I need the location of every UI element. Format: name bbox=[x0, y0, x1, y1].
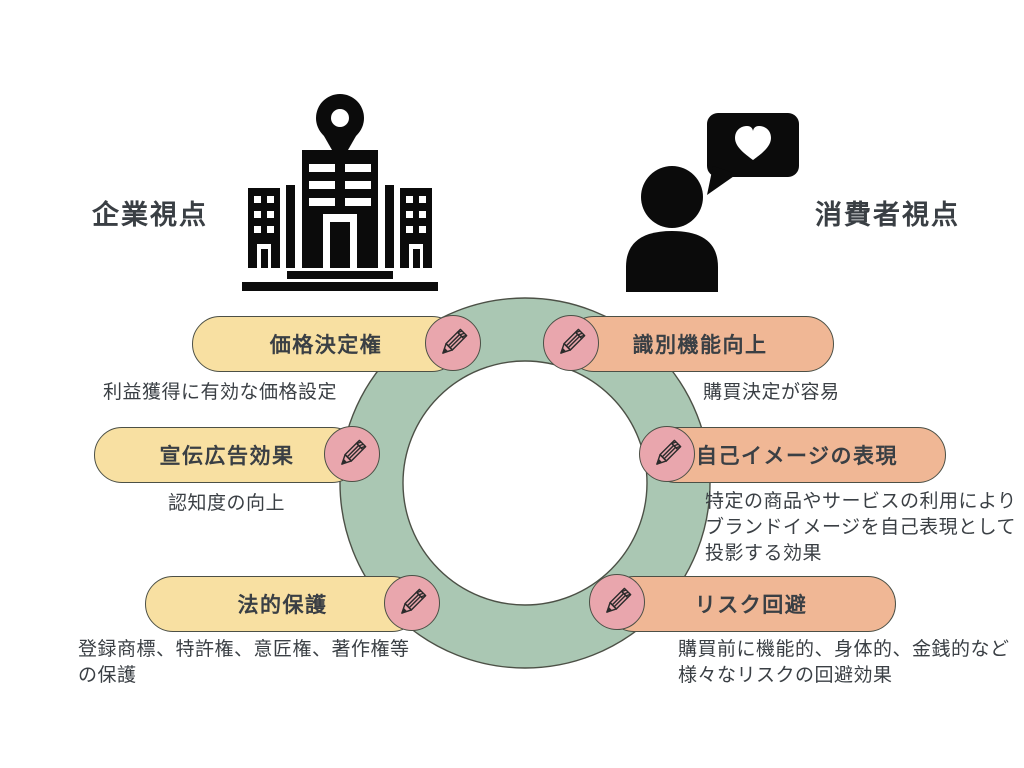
pill-label: 自己イメージの表現 bbox=[695, 445, 899, 468]
pencil-icon bbox=[333, 435, 371, 473]
pencil-icon bbox=[552, 324, 590, 362]
topic-description: 登録商標、特許権、意匠権、著作権等 の保護 bbox=[78, 639, 410, 686]
topic-description: 認知度の向上 bbox=[168, 493, 286, 514]
pencil-icon bbox=[393, 584, 431, 622]
topic-description: 利益獲得に有効な価格設定 bbox=[103, 382, 338, 403]
topic-description: 購買前に機能的、身体的、金銭的など 様々なリスクの回避効果 bbox=[678, 639, 1010, 686]
pencil-badge bbox=[589, 574, 645, 630]
pencil-icon bbox=[648, 435, 686, 473]
topic-pill-identification-function: 識別機能向上 bbox=[566, 316, 834, 372]
building-with-location-pin-icon bbox=[242, 94, 438, 291]
topic-pill-self-image-expression: 自己イメージの表現 bbox=[648, 427, 946, 483]
pill-label: 宣伝広告効果 bbox=[159, 445, 295, 468]
pencil-badge bbox=[324, 426, 380, 482]
topic-description: 特定の商品やサービスの利用により ブランドイメージを自己表現として 投影する効果 bbox=[705, 491, 1017, 564]
pencil-badge bbox=[384, 575, 440, 631]
pill-label: 価格決定権 bbox=[269, 334, 383, 357]
pill-label: 識別機能向上 bbox=[632, 334, 768, 357]
person-with-heart-speech-bubble-icon bbox=[626, 113, 799, 292]
pencil-icon bbox=[598, 583, 636, 621]
pill-label: 法的保護 bbox=[237, 594, 328, 617]
pencil-badge bbox=[425, 315, 481, 371]
topic-pill-pricing-power: 価格決定権 bbox=[192, 316, 460, 372]
topic-description: 購買決定が容易 bbox=[703, 382, 840, 403]
topic-pill-risk-avoidance: リスク回避 bbox=[606, 576, 896, 632]
right-section-title: 消費者視点 bbox=[815, 200, 960, 230]
left-section-title: 企業視点 bbox=[92, 200, 208, 230]
topic-pill-legal-protection: 法的保護 bbox=[145, 576, 420, 632]
topic-pill-advertising-effect: 宣伝広告効果 bbox=[94, 427, 360, 483]
pencil-icon bbox=[434, 324, 472, 362]
pencil-badge bbox=[639, 426, 695, 482]
pencil-badge bbox=[543, 315, 599, 371]
pill-label: リスク回避 bbox=[694, 594, 808, 617]
